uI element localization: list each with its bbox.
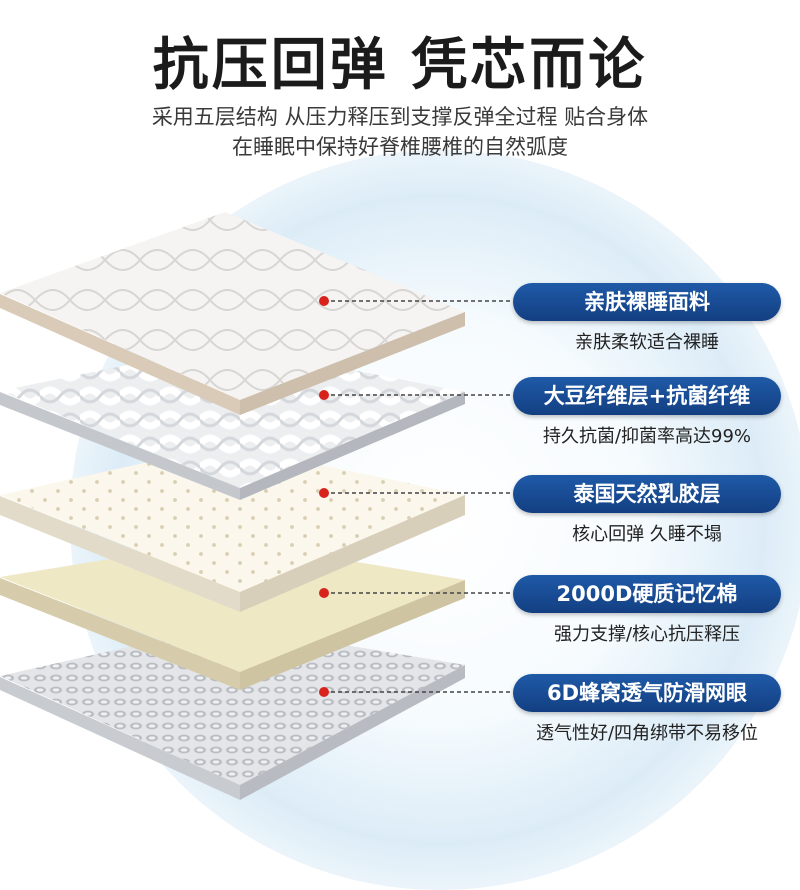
marker-dot-5 <box>319 687 329 697</box>
layer-3-latex <box>0 445 465 612</box>
layer-description: 透气性好/四角绑带不易移位 <box>535 723 759 744</box>
marker-dot-2 <box>319 390 329 400</box>
subtitle-line-1: 采用五层结构 从压力释压到支撑反弹全过程 贴合身体 <box>151 105 649 129</box>
layer-name-badge: 亲肤裸睡面料 <box>513 283 781 321</box>
layer-name-badge: 2000D硬质记忆棉 <box>513 575 781 613</box>
layer-label-2: 大豆纤维层+抗菌纤维 持久抗菌/抑菌率高达99% <box>505 377 785 467</box>
subtitle-line-2: 在睡眠中保持好脊椎腰椎的自然弧度 <box>232 135 568 159</box>
layer-label-1: 亲肤裸睡面料 亲肤柔软适合裸睡 <box>505 283 785 373</box>
connector-2 <box>319 390 513 400</box>
layer-name-badge: 6D蜂窝透气防滑网眼 <box>513 674 781 712</box>
layer-label-5: 6D蜂窝透气防滑网眼 透气性好/四角绑带不易移位 <box>505 674 785 764</box>
marker-dot-1 <box>319 296 329 306</box>
layer-name-badge: 泰国天然乳胶层 <box>513 475 781 513</box>
layer-name-badge: 大豆纤维层+抗菌纤维 <box>513 377 781 415</box>
marker-dot-3 <box>319 488 329 498</box>
marker-dot-4 <box>319 588 329 598</box>
layer-description: 核心回弹 久睡不塌 <box>572 524 722 545</box>
layer-description: 强力支撑/核心抗压释压 <box>553 624 741 645</box>
connector-4 <box>319 588 513 598</box>
layer-1-fabric <box>0 212 465 415</box>
layer-2-fiber <box>0 345 465 500</box>
layer-label-3: 泰国天然乳胶层 核心回弹 久睡不塌 <box>505 475 785 565</box>
layer-description: 亲肤柔软适合裸睡 <box>575 332 719 353</box>
connector-3 <box>319 488 513 498</box>
connector-5 <box>319 687 513 697</box>
layer-5-mesh <box>0 625 465 800</box>
layer-stack-illustration <box>0 212 513 800</box>
connector-1 <box>319 296 513 306</box>
page-title: 抗压回弹 凭芯而论 <box>152 33 648 98</box>
layer-description: 持久抗菌/抑菌率高达99% <box>542 426 752 447</box>
layer-label-4: 2000D硬质记忆棉 强力支撑/核心抗压释压 <box>505 575 785 665</box>
